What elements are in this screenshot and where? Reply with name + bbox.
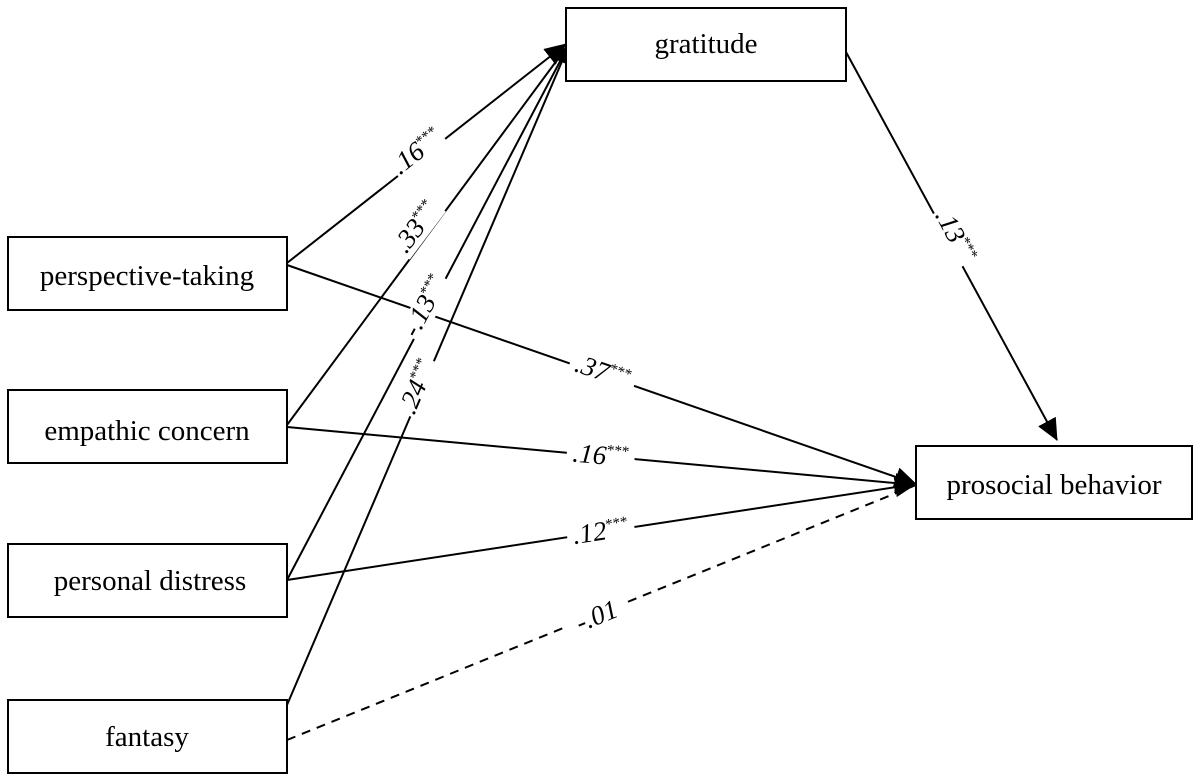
coef-pd-to-pb-sig: *** — [604, 514, 629, 533]
node-personal-distress-label: personal distress — [54, 565, 247, 597]
coef-gratitude-to-pb: .13*** — [928, 204, 981, 270]
node-perspective-taking-label: perspective-taking — [40, 260, 254, 292]
coef-pd-to-pb: .12*** — [565, 512, 637, 551]
coef-ec-to-pb: .16*** — [565, 438, 636, 473]
node-empathic-concern: empathic concern — [7, 389, 288, 464]
node-prosocial-behavior: prosocial behavior — [915, 445, 1193, 520]
node-fantasy: fantasy — [7, 699, 288, 774]
coef-pt-to-pb-sig: *** — [607, 361, 633, 383]
coef-ec-to-pb-sig: *** — [606, 443, 630, 461]
coef-pd-to-pb-value: .12 — [571, 515, 609, 550]
svg-text:.16***: .16*** — [571, 438, 630, 473]
node-fantasy-label: fantasy — [105, 721, 189, 753]
node-personal-distress: personal distress — [7, 543, 288, 618]
node-gratitude: gratitude — [565, 7, 847, 82]
node-perspective-taking: perspective-taking — [7, 236, 288, 311]
coef-fa-to-pb: -.01 — [564, 594, 631, 641]
node-prosocial-behavior-label: prosocial behavior — [946, 469, 1161, 501]
coef-ec-to-gratitude: .33*** — [387, 196, 446, 260]
coef-fa-to-gratitude: .24*** — [392, 354, 443, 420]
coef-pt-to-gratitude: .16*** — [385, 123, 450, 182]
node-gratitude-label: gratitude — [654, 28, 757, 60]
coef-pd-to-gratitude: -.13*** — [395, 270, 454, 343]
node-empathic-concern-label: empathic concern — [44, 415, 250, 447]
svg-text:.12***: .12*** — [571, 512, 631, 550]
coef-pt-to-pb: .37*** — [565, 348, 639, 397]
coef-ec-to-pb-value: .16 — [571, 438, 608, 471]
